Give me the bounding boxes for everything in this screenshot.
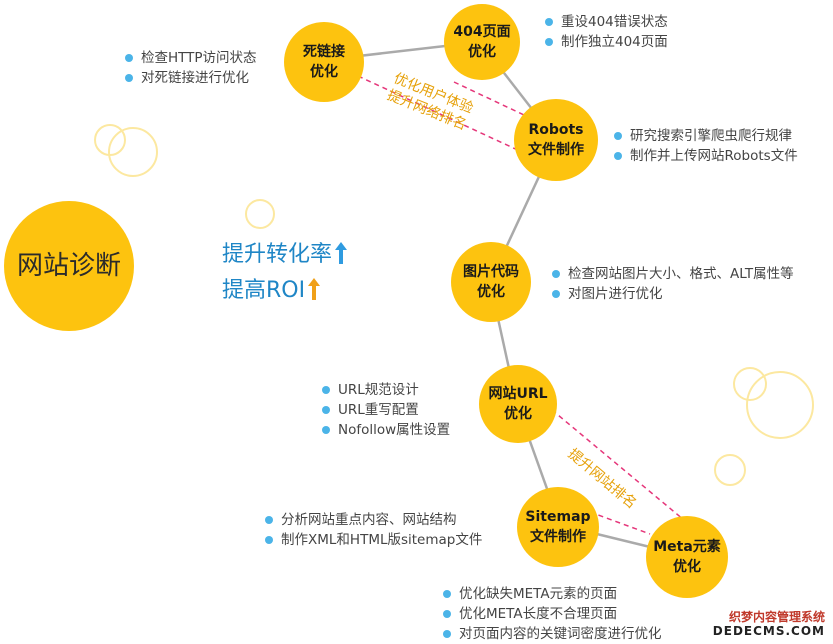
bullets-dead-links: 检查HTTP访问状态 对死链接进行优化 (125, 48, 257, 88)
node-image-code: 图片代码 优化 (451, 242, 531, 322)
dashed-link (453, 81, 525, 116)
list-item: 重设404错误状态 (545, 12, 668, 32)
dashed-link (589, 511, 651, 535)
node-sitemap-line1: Sitemap (525, 509, 591, 525)
list-item: URL重写配置 (322, 400, 450, 420)
node-dead-links-line1: 死链接 (303, 44, 345, 60)
main-node-site-diagnosis: 网站诊断 (4, 201, 134, 331)
node-url-line1: 网站URL (488, 386, 548, 402)
headline-conversion: 提升转化率 (222, 240, 348, 270)
decor-ring (733, 367, 767, 401)
watermark-line2: DEDECMS.COM (712, 624, 825, 638)
node-image-code-line2: 优化 (477, 284, 505, 300)
list-item: 对页面内容的关键词密度进行优化 (443, 624, 662, 644)
list-item: 对死链接进行优化 (125, 68, 257, 88)
node-404-page-line2: 优化 (468, 44, 496, 60)
node-404-page-line1: 404页面 (453, 24, 511, 40)
dashed-link (551, 409, 685, 521)
node-dead-links: 死链接 优化 (284, 22, 364, 102)
headline-roi: 提高ROI (222, 276, 321, 306)
decorative-rings (94, 124, 814, 486)
bullets-meta: 优化缺失META元素的页面 优化META长度不合理页面 对页面内容的关键词密度进… (443, 584, 662, 644)
list-item: 制作独立404页面 (545, 32, 668, 52)
node-sitemap-line2: 文件制作 (530, 529, 586, 545)
bullets-url: URL规范设计 URL重写配置 Nofollow属性设置 (322, 380, 450, 440)
watermark: 织梦内容管理系统 DEDECMS.COM (713, 610, 825, 638)
node-meta-line2: 优化 (673, 559, 701, 575)
bullets-sitemap: 分析网站重点内容、网站结构 制作XML和HTML版sitemap文件 (265, 510, 482, 550)
decor-ring (714, 454, 746, 486)
bullets-404-page: 重设404错误状态 制作独立404页面 (545, 12, 668, 52)
list-item: 对图片进行优化 (552, 284, 794, 304)
list-item: 优化缺失META元素的页面 (443, 584, 662, 604)
node-meta-line1: Meta元素 (653, 539, 721, 555)
list-item: Nofollow属性设置 (322, 420, 450, 440)
headline-line2: 提高ROI (222, 278, 306, 303)
node-404-page: 404页面 优化 (444, 4, 520, 80)
list-item: 优化META长度不合理页面 (443, 604, 662, 624)
decor-ring (108, 127, 158, 177)
node-robots: Robots 文件制作 (514, 99, 598, 181)
list-item: 制作并上传网站Robots文件 (614, 146, 798, 166)
bullets-image-code: 检查网站图片大小、格式、ALT属性等 对图片进行优化 (552, 264, 794, 304)
decor-ring (245, 199, 275, 229)
up-arrow-icon (308, 278, 321, 300)
decor-ring (746, 371, 814, 439)
watermark-line1: 织梦内容管理系统 (728, 610, 825, 624)
node-robots-line1: Robots (528, 122, 584, 138)
node-sitemap: Sitemap 文件制作 (517, 487, 599, 567)
list-item: 检查网站图片大小、格式、ALT属性等 (552, 264, 794, 284)
dashed-link (357, 75, 523, 153)
node-robots-line2: 文件制作 (528, 142, 584, 158)
list-item: URL规范设计 (322, 380, 450, 400)
list-item: 分析网站重点内容、网站结构 (265, 510, 482, 530)
list-item: 制作XML和HTML版sitemap文件 (265, 530, 482, 550)
dashed-links (357, 75, 685, 535)
node-url-line2: 优化 (504, 406, 532, 422)
node-dead-links-line2: 优化 (310, 64, 338, 80)
list-item: 研究搜索引擎爬虫爬行规律 (614, 126, 798, 146)
up-arrow-icon (335, 242, 348, 264)
node-meta: Meta元素 优化 (646, 516, 728, 598)
node-image-code-line1: 图片代码 (463, 264, 519, 280)
node-url: 网站URL 优化 (479, 365, 557, 443)
main-node-label: 网站诊断 (16, 251, 121, 281)
headline-line1: 提升转化率 (222, 242, 333, 267)
list-item: 检查HTTP访问状态 (125, 48, 257, 68)
bullets-robots: 研究搜索引擎爬虫爬行规律 制作并上传网站Robots文件 (614, 126, 798, 166)
